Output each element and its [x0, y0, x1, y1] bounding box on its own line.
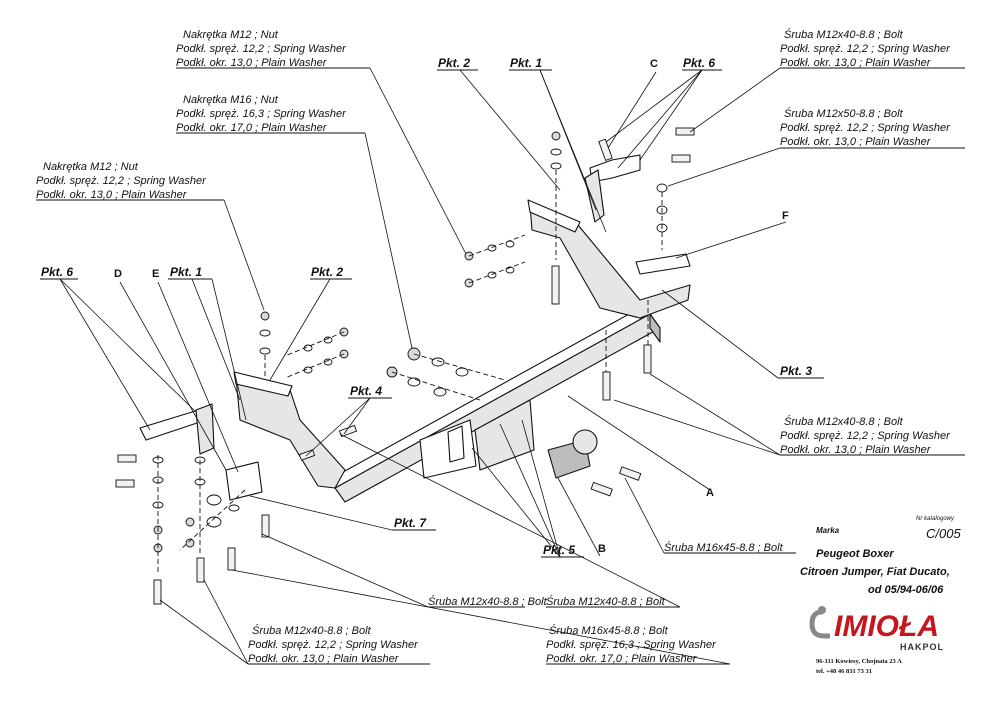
point-label-pkt7: Pkt. 7 [394, 516, 427, 530]
company-address: 96-111 Kowiesy, Chojnata 23 A [816, 658, 902, 665]
callout-line: Nakrętka M12 ; Nut [43, 161, 139, 173]
callout-line: Podkł. spręż. 12,2 ; Spring Washer [780, 430, 951, 442]
callout-line: Nakrętka M16 ; Nut [183, 94, 279, 106]
callout-line: Śruba M12x40-8.8 ; Bolt [252, 624, 372, 637]
point-label-pkt2-top: Pkt. 2 [438, 56, 470, 70]
callout-line: Podkł. spręż. 12,2 ; Spring Washer [780, 43, 951, 55]
company-phone: tel. +48 46 831 73 31 [816, 668, 872, 675]
point-label-pkt1-top: Pkt. 1 [510, 56, 542, 70]
plate-f [635, 253, 691, 275]
callout-bolt-m12x40-top: Śruba M12x40-8.8 ; Bolt Podkł. spręż. 12… [780, 28, 951, 69]
brand-sub: HAKPOL [900, 642, 944, 652]
catalog-number: C/005 [926, 526, 961, 541]
brand-name: IMIOŁA [834, 610, 939, 643]
callout-line: Podkł. okr. 13,0 ; Plain Washer [780, 136, 932, 148]
callout-line: Podkł. okr. 13,0 ; Plain Washer [780, 57, 932, 69]
callout-bolt-m12x40-mid1: Śruba M12x40-8.8 ; Bolt [428, 595, 548, 608]
callout-nut-m12-top: Nakrętka M12 ; Nut Podkł. spręż. 12,2 ; … [176, 29, 347, 69]
vehicle-line-1: Peugeot Boxer [816, 548, 894, 560]
point-label-pkt6-left: Pkt. 6 [41, 265, 73, 279]
callout-line: Podkł. spręż. 16,3 ; Spring Washer [176, 108, 347, 120]
letter-label-f: F [782, 210, 789, 222]
callout-line: Podkł. spręż. 12,2 ; Spring Washer [176, 43, 347, 55]
company-logo: IMIOŁA HAKPOL [809, 606, 944, 652]
point-label-pkt2-left: Pkt. 2 [311, 265, 343, 279]
callout-line: Podkł. spręż. 12,2 ; Spring Washer [248, 639, 419, 651]
callout-bolt-m12x40-bottom: Śruba M12x40-8.8 ; Bolt Podkł. spręż. 12… [248, 624, 419, 665]
callout-line: Nakrętka M12 ; Nut [183, 29, 279, 41]
callout-line: Podkł. okr. 13,0 ; Plain Washer [248, 653, 400, 665]
callout-line: Podkł. spręż. 12,2 ; Spring Washer [780, 122, 951, 134]
letter-label-c: C [650, 58, 658, 70]
cross-beam [334, 313, 661, 503]
callout-line: Śruba M16x45-8.8 ; Bolt [549, 624, 669, 637]
point-label-pkt6-top: Pkt. 6 [683, 56, 715, 70]
callout-line: Podkł. okr. 13,0 ; Plain Washer [176, 57, 328, 69]
callout-line: Śruba M12x40-8.8 ; Bolt [784, 415, 904, 428]
letter-label-e: E [152, 268, 159, 280]
vehicle-line-2: Citroen Jumper, Fiat Ducato, [800, 566, 950, 578]
callout-line: Podkł. spręż. 16,3 ; Spring Washer [546, 639, 717, 651]
title-block: Nr katalogowy C/005 Marka Peugeot Boxer … [800, 516, 961, 675]
callout-line: Śruba M12x40-8.8 ; Bolt [784, 28, 904, 41]
point-label-pkt4: Pkt. 4 [350, 384, 382, 398]
point-labels: Pkt. 2 Pkt. 1 Pkt. 6 Pkt. 6 Pkt. 1 Pkt. … [41, 56, 812, 557]
callout-bolt-m12x40-mid2: Śruba M12x40-8.8 ; Bolt [546, 595, 666, 608]
callout-line: Podkł. okr. 13,0 ; Plain Washer [780, 444, 932, 456]
make-caption: Marka [816, 526, 840, 535]
tow-bar-assembly [139, 154, 691, 503]
right-bracket-arm [529, 204, 691, 319]
point-label-pkt5: Pkt. 5 [543, 543, 575, 557]
callout-line: Podkł. spręż. 12,2 ; Spring Washer [36, 175, 207, 187]
tow-ball [572, 429, 598, 455]
callout-bolt-m12x40-right: Śruba M12x40-8.8 ; Bolt Podkł. spręż. 12… [780, 415, 951, 456]
hook-icon [809, 609, 830, 639]
fasteners [115, 127, 695, 605]
vehicle-line-3: od 05/94-06/06 [868, 584, 944, 596]
ball-mount-plate [474, 399, 535, 471]
plate-e [225, 461, 263, 501]
point-label-pkt1-left: Pkt. 1 [170, 265, 202, 279]
letter-label-a: A [706, 487, 714, 499]
callout-nut-m16: Nakrętka M16 ; Nut Podkł. spręż. 16,3 ; … [176, 94, 347, 134]
callout-line: Podkł. okr. 13,0 ; Plain Washer [36, 189, 188, 201]
leader-lines [36, 67, 965, 665]
callout-line: Podkł. okr. 17,0 ; Plain Washer [546, 653, 698, 665]
callout-bolt-m16x45-bottom: Śruba M16x45-8.8 ; Bolt Podkł. spręż. 16… [546, 624, 717, 665]
callout-line: Śruba M12x50-8.8 ; Bolt [784, 107, 904, 120]
callout-bolt-m16x45-right: Śruba M16x45-8.8 ; Bolt [664, 541, 784, 554]
point-label-pkt3: Pkt. 3 [780, 364, 812, 378]
callout-nut-m12-left: Nakrętka M12 ; Nut Podkł. spręż. 12,2 ; … [36, 161, 207, 201]
callout-line: Podkł. okr. 17,0 ; Plain Washer [176, 122, 328, 134]
letter-label-b: B [598, 543, 606, 555]
letter-label-d: D [114, 268, 122, 280]
catalog-caption: Nr katalogowy [916, 516, 955, 522]
letter-labels: C D E F A B [114, 58, 789, 555]
callout-bolt-m12x50: Śruba M12x50-8.8 ; Bolt Podkł. spręż. 12… [780, 107, 951, 148]
left-bracket-arm [235, 377, 346, 489]
